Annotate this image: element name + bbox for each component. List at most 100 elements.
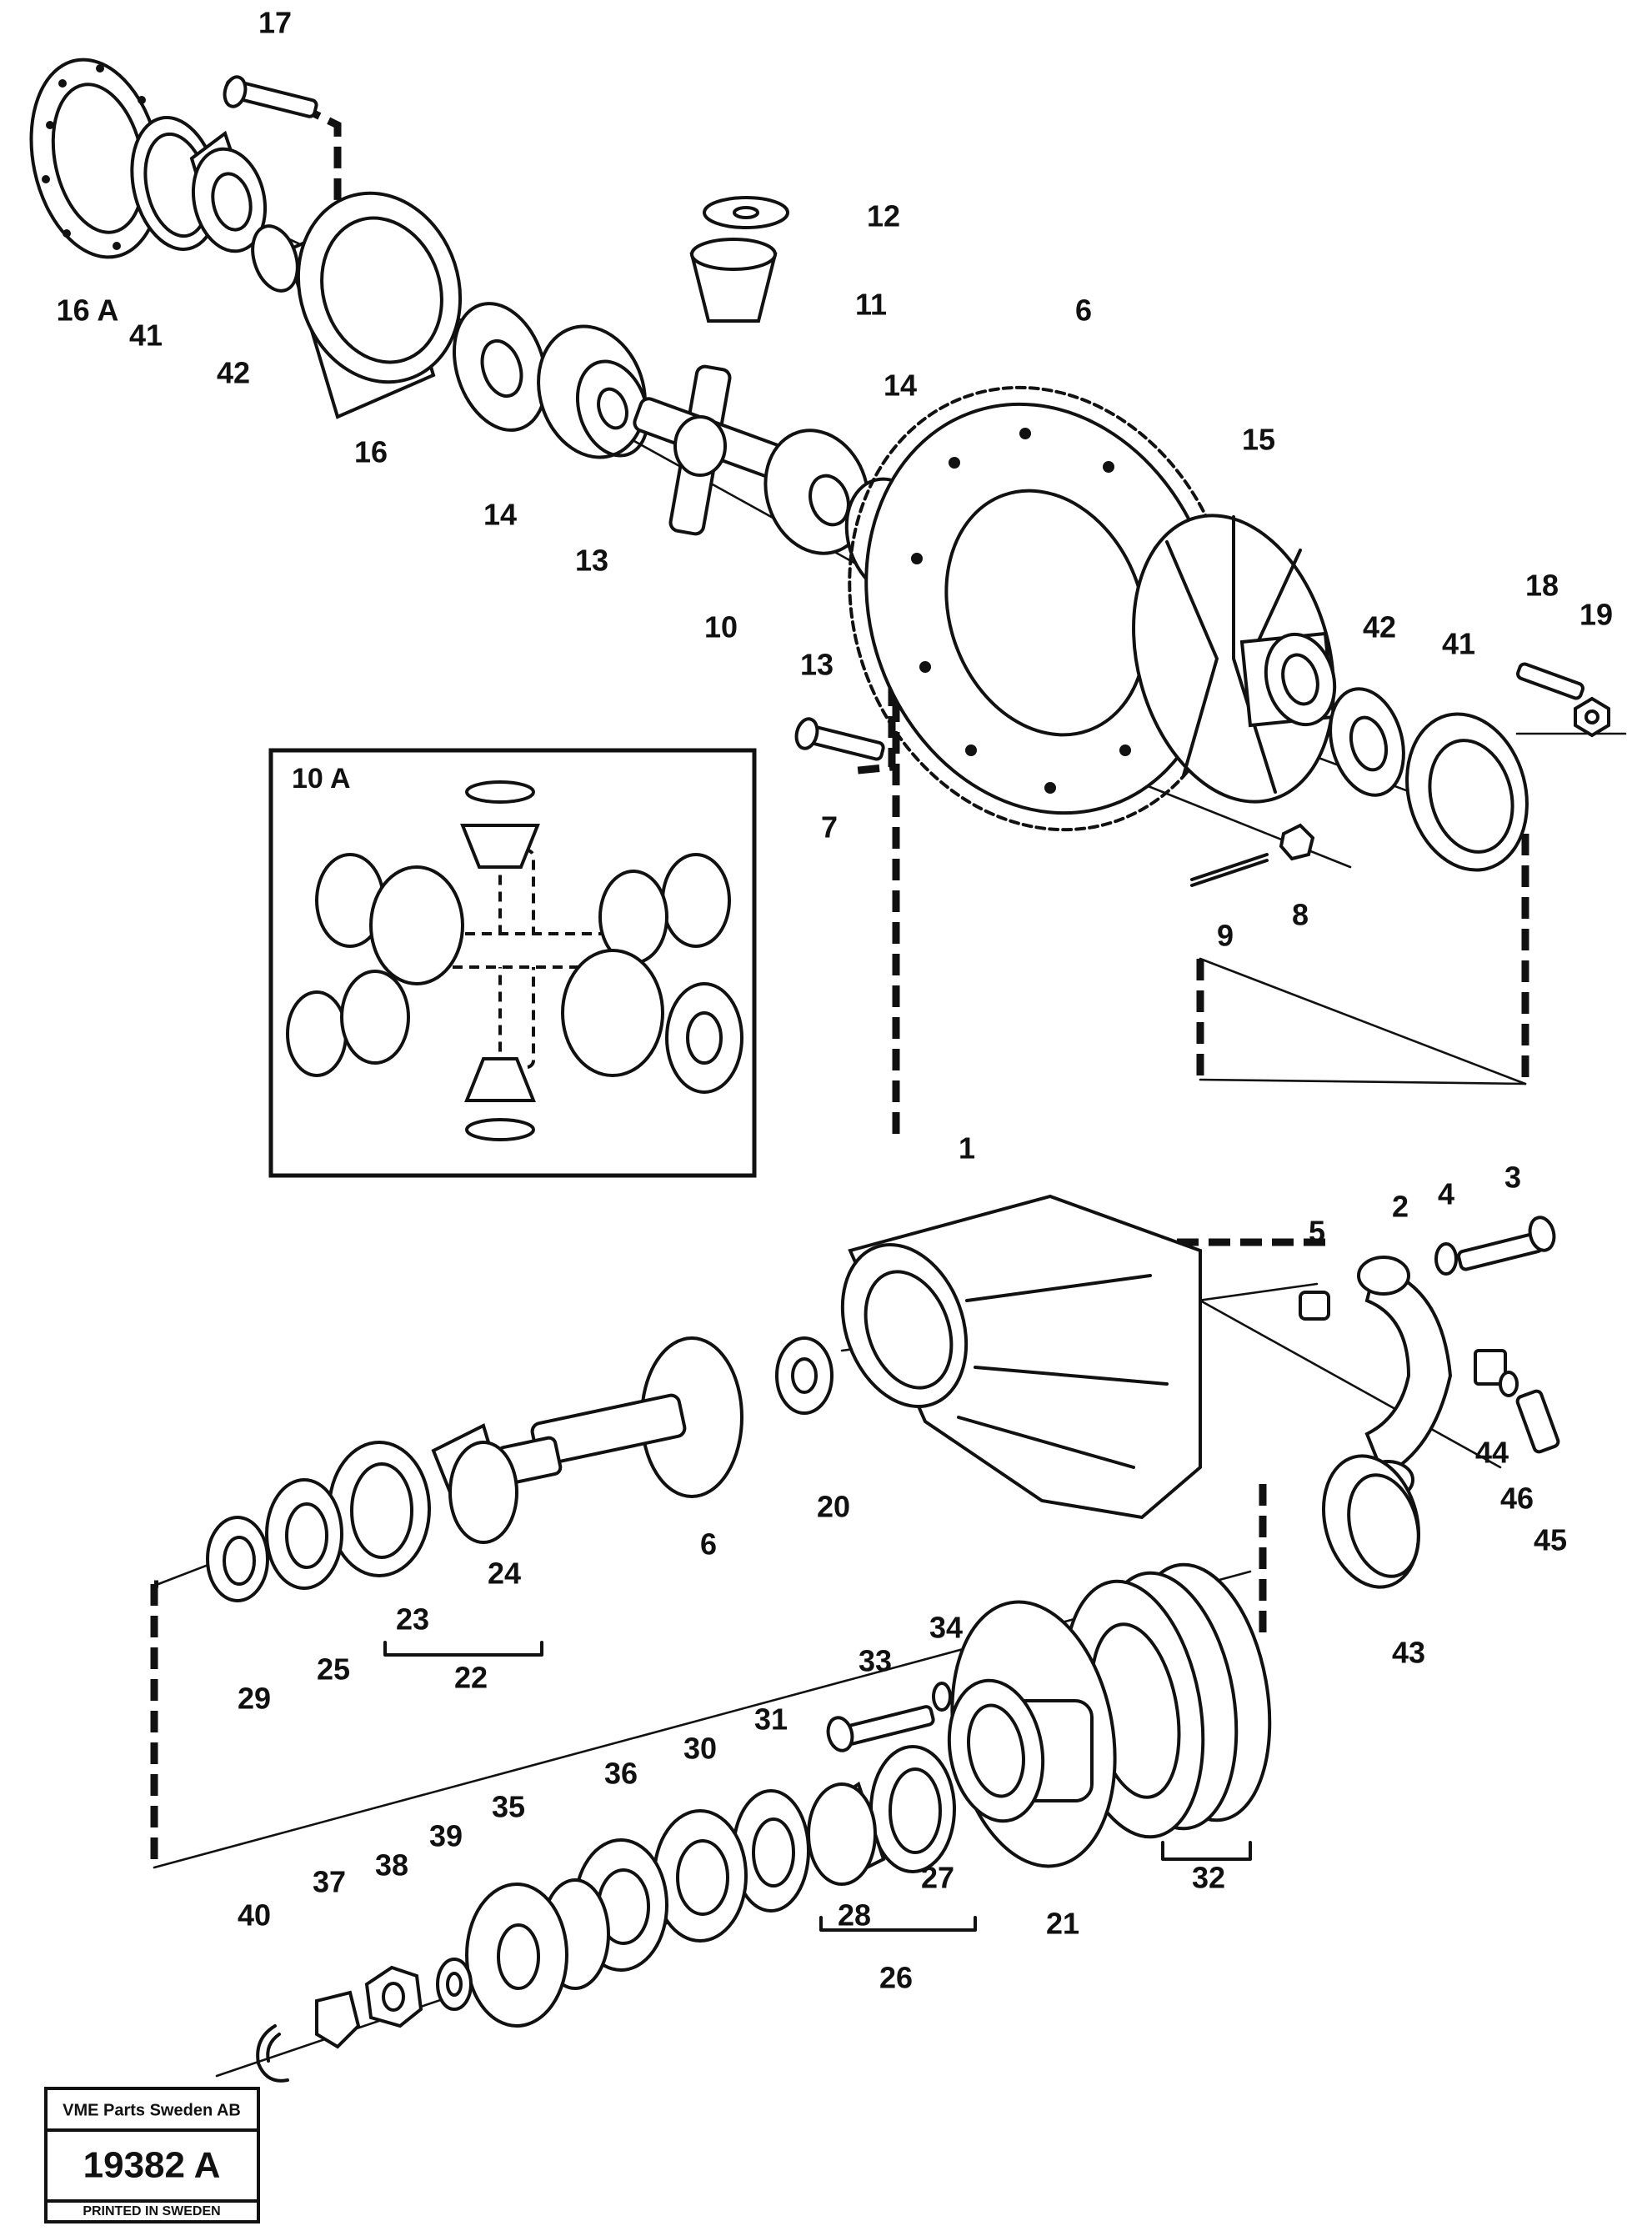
part-12-washer-top	[703, 196, 789, 229]
part-42-bearing-cone	[189, 130, 268, 253]
part-28-bearing-cone	[807, 1781, 886, 1886]
axis-line-box	[1199, 1078, 1527, 1085]
part-7-bolt	[794, 717, 885, 761]
label-27: 27	[921, 1861, 954, 1895]
part-43-adjusting-nut	[1321, 1454, 1421, 1589]
company-name: VME Parts Sweden AB	[63, 2101, 241, 2119]
label-44: 44	[1475, 1436, 1509, 1470]
part-23-bearing-cup	[328, 1441, 431, 1577]
label-38: 38	[375, 1848, 408, 1883]
inset-10a-box	[268, 748, 757, 1178]
part-10-spider-cross	[633, 364, 784, 536]
bracket-32	[1161, 1841, 1252, 1861]
label-46: 46	[1500, 1481, 1534, 1516]
label-6-bottom: 6	[700, 1527, 717, 1562]
part-17-bolt	[223, 75, 318, 118]
label-26: 26	[879, 1961, 913, 1995]
label-13-right: 13	[800, 648, 834, 682]
part-18-stud	[1516, 662, 1584, 700]
part-39-washer	[436, 1958, 473, 2011]
label-4: 4	[1438, 1177, 1454, 1211]
part-19-nut	[1574, 696, 1610, 738]
label-35: 35	[492, 1790, 525, 1824]
part-30-seal	[653, 1809, 748, 1943]
part-13-side-gear-right	[763, 429, 870, 555]
label-30: 30	[683, 1732, 717, 1766]
label-25: 25	[317, 1652, 350, 1687]
label-2: 2	[1392, 1190, 1409, 1224]
part-11-pinion-gear	[689, 238, 778, 323]
label-39: 39	[429, 1819, 463, 1853]
label-3: 3	[1504, 1161, 1521, 1195]
label-36: 36	[604, 1757, 638, 1791]
label-11: 11	[855, 288, 887, 322]
label-41-right: 41	[1442, 627, 1475, 661]
part-21-bearing-housing	[947, 1600, 1117, 1868]
label-43: 43	[1392, 1636, 1425, 1670]
bracket-26	[819, 1916, 977, 1932]
label-37: 37	[313, 1865, 346, 1899]
label-16a: 16 A	[57, 293, 119, 328]
part-labels: 17 16 A 41 42 16 14 13 10 12 11 14 6 13 …	[57, 6, 1613, 1995]
label-21: 21	[1046, 1907, 1079, 1941]
label-41-top: 41	[129, 318, 163, 353]
part-46-washer	[1499, 1371, 1519, 1397]
part-1-housing	[840, 1194, 1202, 1520]
bracket-22	[383, 1641, 543, 1657]
label-18: 18	[1525, 569, 1559, 603]
label-45: 45	[1534, 1523, 1567, 1557]
label-13-left: 13	[575, 544, 608, 578]
label-8: 8	[1292, 898, 1309, 932]
axis-line-housing-right	[1199, 957, 1527, 1085]
inset-title: 10 A	[292, 763, 351, 795]
label-19: 19	[1579, 598, 1613, 632]
label-10: 10	[704, 610, 738, 644]
dash-line-housing-bearing	[849, 638, 900, 1134]
part-44-lock-plate	[1474, 1349, 1507, 1386]
part-4-washer	[1434, 1242, 1458, 1276]
part-25-spacer	[265, 1478, 343, 1590]
axis-line-nut-43	[1199, 1299, 1502, 1469]
part-33-bolt	[826, 1705, 935, 1752]
part-41-bearing-cup-right	[1405, 712, 1529, 872]
part-8-lock	[1279, 823, 1315, 861]
label-22: 22	[454, 1661, 488, 1695]
part-15-diff-case	[1132, 514, 1337, 804]
part-13-side-gear-left	[537, 324, 650, 459]
label-20: 20	[817, 1490, 850, 1524]
label-15: 15	[1242, 423, 1275, 457]
label-42-right: 42	[1363, 610, 1396, 644]
label-6-top: 6	[1075, 293, 1092, 328]
label-23: 23	[396, 1602, 429, 1637]
label-40: 40	[238, 1898, 271, 1933]
label-33: 33	[859, 1644, 892, 1678]
label-14-right: 14	[884, 368, 917, 403]
label-16: 16	[354, 435, 388, 469]
part-45-bolt	[1515, 1389, 1560, 1454]
part-35-companion-flange	[465, 1878, 610, 2028]
label-28: 28	[838, 1898, 871, 1933]
label-42-top: 42	[217, 356, 250, 390]
part-34-washer	[932, 1682, 952, 1712]
label-34: 34	[929, 1611, 963, 1645]
part-37-lock-washer	[315, 1990, 361, 2049]
label-7: 7	[821, 810, 838, 845]
drawing-number: 19382 A	[83, 2145, 221, 2186]
label-14-left: 14	[483, 498, 517, 532]
label-17: 17	[258, 6, 292, 40]
part-9-pin	[1190, 853, 1269, 887]
part-6-pinion-shaft	[496, 1336, 743, 1498]
label-12: 12	[867, 199, 900, 233]
part-27-bearing-cup	[869, 1745, 956, 1873]
label-1: 1	[959, 1131, 975, 1166]
axis-line-flange	[153, 1570, 1252, 1869]
part-40-circlip	[256, 2024, 289, 2083]
label-29: 29	[238, 1682, 271, 1716]
inset-spider-assembly	[286, 780, 743, 1141]
part-31-spacer	[732, 1789, 810, 1913]
dash-line-bolt-17	[298, 103, 342, 200]
part-20-pilot-bearing	[775, 1336, 834, 1415]
part-24-bearing-cone	[431, 1423, 518, 1544]
